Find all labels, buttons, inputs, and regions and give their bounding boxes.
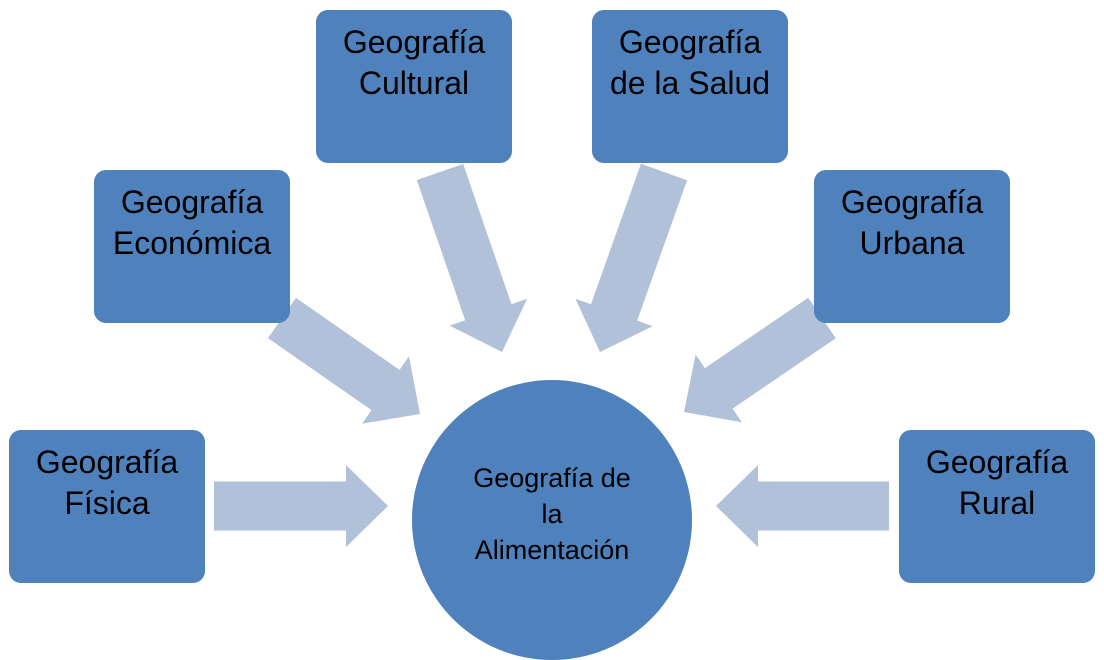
node-label: Económica — [112, 225, 272, 261]
arrow-fisica-icon — [214, 465, 388, 547]
node-label: Geografía — [35, 444, 179, 480]
center-label: Alimentación — [474, 535, 630, 565]
node-label: Rural — [958, 485, 1036, 521]
node-geografia-cultural: Geografía Cultural — [316, 10, 512, 163]
node-label: Cultural — [358, 65, 470, 101]
node-label: Geografía — [342, 24, 486, 60]
node-label: Geografía — [840, 184, 984, 220]
node-geografia-rural: Geografía Rural — [899, 430, 1095, 583]
arrow-urbana-icon — [684, 297, 836, 423]
center-label: la — [541, 499, 563, 529]
node-label: Física — [64, 485, 150, 521]
node-label: Urbana — [859, 225, 965, 261]
node-geografia-economica: Geografía Económica — [94, 170, 290, 323]
center-node-geografia-alimentacion: Geografía de la Alimentación — [412, 380, 692, 660]
node-geografia-urbana: Geografía Urbana — [814, 170, 1010, 323]
node-geografia-salud: Geografía de la Salud — [592, 10, 788, 163]
node-geografia-fisica: Geografía Física — [9, 430, 205, 583]
arrow-salud-icon — [575, 163, 688, 352]
arrow-cultural-icon — [416, 164, 528, 352]
node-label: Geografía — [120, 184, 264, 220]
node-label: Geografía — [925, 444, 1069, 480]
arrow-economica-icon — [268, 297, 420, 424]
arrow-rural-icon — [716, 465, 889, 547]
node-label: Geografía — [618, 24, 762, 60]
center-label: Geografía de — [473, 463, 631, 493]
node-label: de la Salud — [609, 65, 771, 101]
